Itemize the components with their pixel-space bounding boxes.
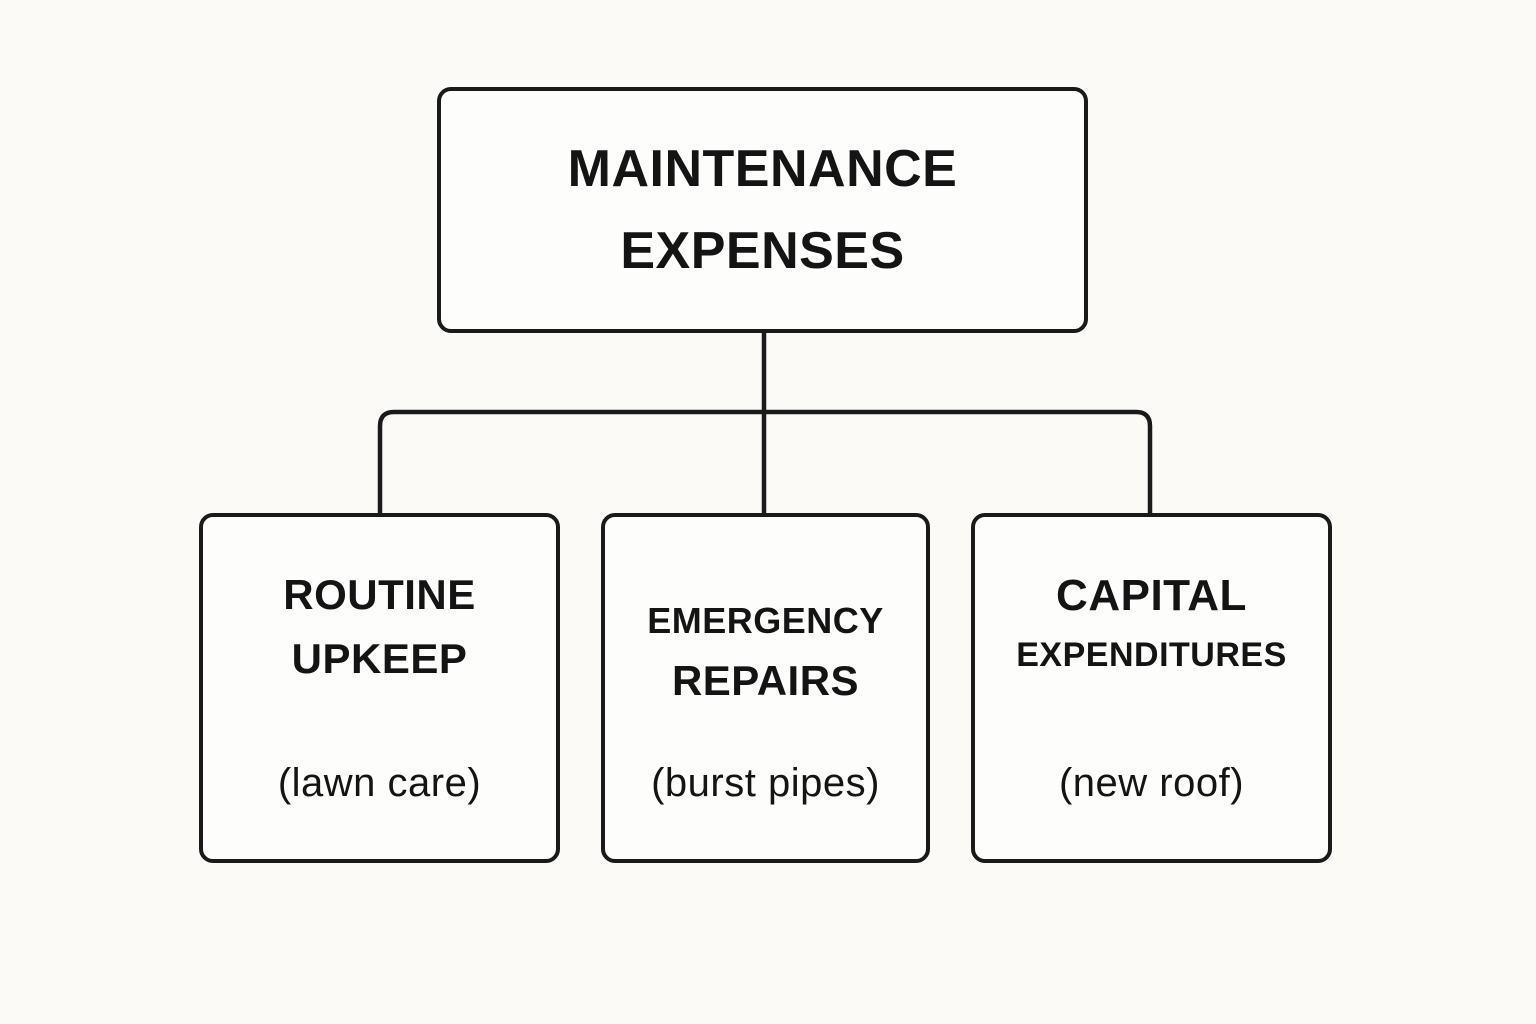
root-title-line2: EXPENSES	[620, 222, 905, 280]
routine-upkeep-title-line1: ROUTINE	[283, 571, 476, 618]
node-emergency-repairs: EMERGENCY REPAIRS (burst pipes)	[601, 513, 930, 863]
capital-expenditures-title-line1: CAPITAL	[1056, 571, 1247, 620]
emergency-repairs-title-line2: REPAIRS	[671, 657, 860, 704]
routine-upkeep-title-line2: UPKEEP	[291, 635, 468, 682]
root-title-line1: MAINTENANCE	[567, 140, 958, 198]
emergency-repairs-example: (burst pipes)	[651, 761, 880, 805]
connector-branch-left	[377, 409, 764, 513]
emergency-repairs-title-line1: EMERGENCY	[647, 600, 884, 641]
capital-expenditures-example: (new roof)	[1058, 761, 1245, 805]
node-capital-expenditures: CAPITAL EXPENDITURES (new roof)	[971, 513, 1332, 863]
routine-upkeep-example: (lawn care)	[277, 761, 482, 805]
connector-branch-right	[764, 409, 1153, 513]
capital-expenditures-title-line2: EXPENDITURES	[1016, 636, 1287, 674]
node-maintenance-expenses: MAINTENANCE EXPENSES	[437, 87, 1088, 333]
node-routine-upkeep: ROUTINE UPKEEP (lawn care)	[199, 513, 560, 863]
